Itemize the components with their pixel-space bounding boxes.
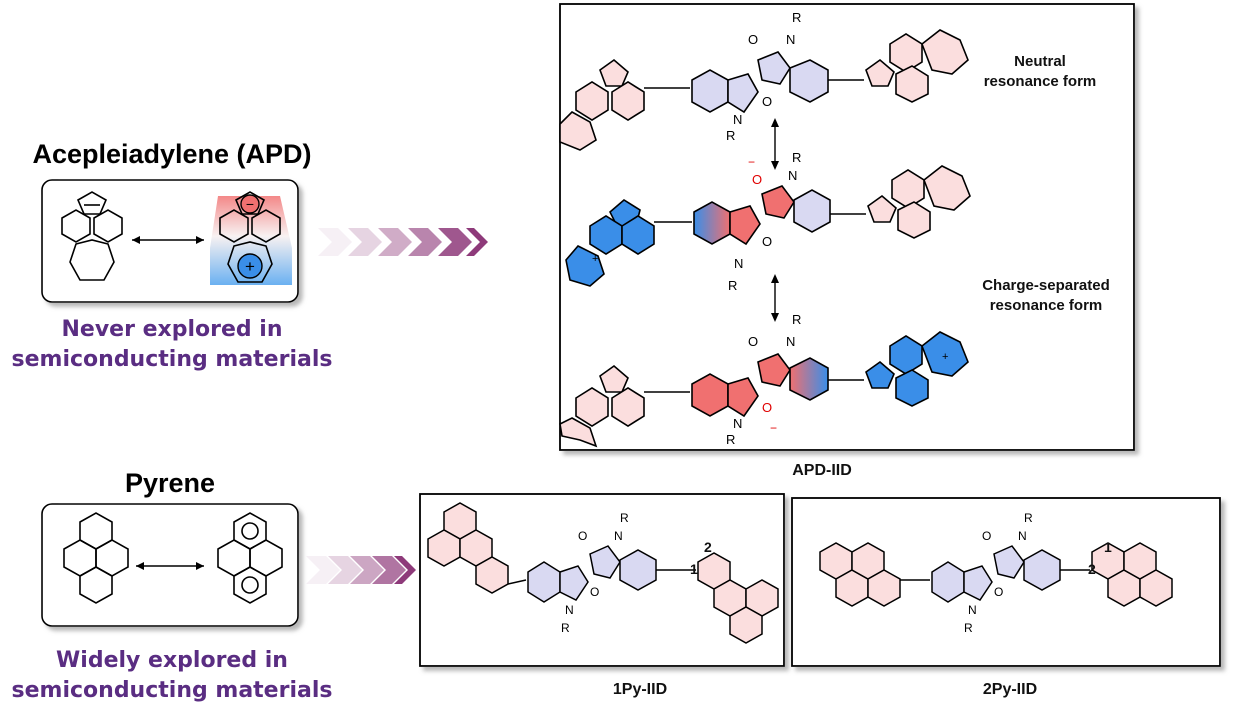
atom-n-3: N [734, 256, 743, 271]
atom-n-2: N [786, 32, 795, 47]
py2-position-2: 2 [1088, 561, 1096, 577]
pyrene-note-line2: semiconducting materials [12, 678, 333, 703]
apd-cation-circle [237, 253, 263, 279]
atom-o-neg-2: O [762, 400, 772, 415]
atom-n-1: N [733, 112, 742, 127]
py1-position-2: 2 [704, 539, 712, 555]
atom-r-1: R [726, 128, 735, 143]
atom-r-3: R [728, 278, 737, 293]
atom-r-4: R [792, 150, 801, 165]
apd-iid-charged-structure-2 [559, 331, 969, 448]
apd-plus-sign: + [245, 257, 255, 276]
py2-position-1: 1 [1104, 539, 1112, 555]
atom-o-1: O [762, 94, 772, 109]
apd-title: Acepleiadylene (APD) [32, 139, 311, 169]
atom-r-6: R [792, 312, 801, 327]
atom-o-5: O [590, 585, 599, 599]
neutral-label-line1: Neutral [1014, 53, 1066, 70]
atom-n-7: N [565, 603, 574, 617]
atom-o-3: O [762, 234, 772, 249]
atom-n-9: N [968, 603, 977, 617]
atom-o-8: O [982, 529, 991, 543]
atom-r-8: R [620, 511, 629, 525]
resonance-arrow-1 [771, 118, 779, 170]
apd-iid-charged-structure-1 [565, 165, 971, 287]
atom-o-2: O [748, 32, 758, 47]
resonance-arrow-2 [771, 274, 779, 322]
atom-n-4: N [788, 168, 797, 183]
pyrene-note-line1: Widely explored in [56, 648, 288, 673]
apd-chevron-arrow [318, 228, 488, 256]
atom-r-7: R [561, 621, 570, 635]
atom-r-10: R [1024, 511, 1033, 525]
atom-n-8: N [614, 529, 623, 543]
py2-iid-label: 2Py-IID [983, 681, 1037, 698]
atom-o-7: O [994, 585, 1003, 599]
cation-plus-2: + [942, 351, 948, 363]
pyrene-molecule-right [217, 512, 283, 604]
neutral-label-line2: resonance form [984, 73, 1097, 90]
apd-iid-label: APD-IID [792, 462, 852, 479]
apd-minus-sign: − [246, 196, 254, 212]
apd-note-line2: semiconducting materials [12, 347, 333, 372]
py1-position-1: 1 [690, 561, 698, 577]
apd-molecule-charged: − + [210, 191, 292, 285]
atom-o-neg-1: O [752, 172, 762, 187]
apd-note-line1: Never explored in [62, 317, 283, 342]
apd-iid-neutral-structure [559, 29, 969, 151]
oxide-minus-1: − [748, 155, 755, 169]
pyrene-title: Pyrene [125, 468, 215, 498]
oxide-minus-2: − [770, 421, 777, 435]
cation-plus-1: + [592, 253, 598, 265]
pyrene-chevron-arrow [306, 556, 416, 584]
atom-o-6: O [578, 529, 587, 543]
atom-r-2: R [792, 10, 801, 25]
atom-o-4: O [748, 334, 758, 349]
py2-iid-structure [819, 542, 1173, 607]
atom-n-10: N [1018, 529, 1027, 543]
atom-r-9: R [964, 621, 973, 635]
apd-iid-box [559, 3, 1135, 451]
charge-label-line2: resonance form [990, 297, 1103, 314]
apd-molecule-neutral [61, 191, 123, 281]
py1-iid-label: 1Py-IID [613, 681, 667, 698]
atom-n-6: N [786, 334, 795, 349]
atom-r-5: R [726, 432, 735, 447]
charge-label-line1: Charge-separated [982, 277, 1110, 294]
atom-n-5: N [733, 416, 742, 431]
pyrene-molecule-left [63, 512, 129, 604]
apd-anion-circle [240, 194, 260, 214]
py1-iid-structure [427, 502, 779, 644]
